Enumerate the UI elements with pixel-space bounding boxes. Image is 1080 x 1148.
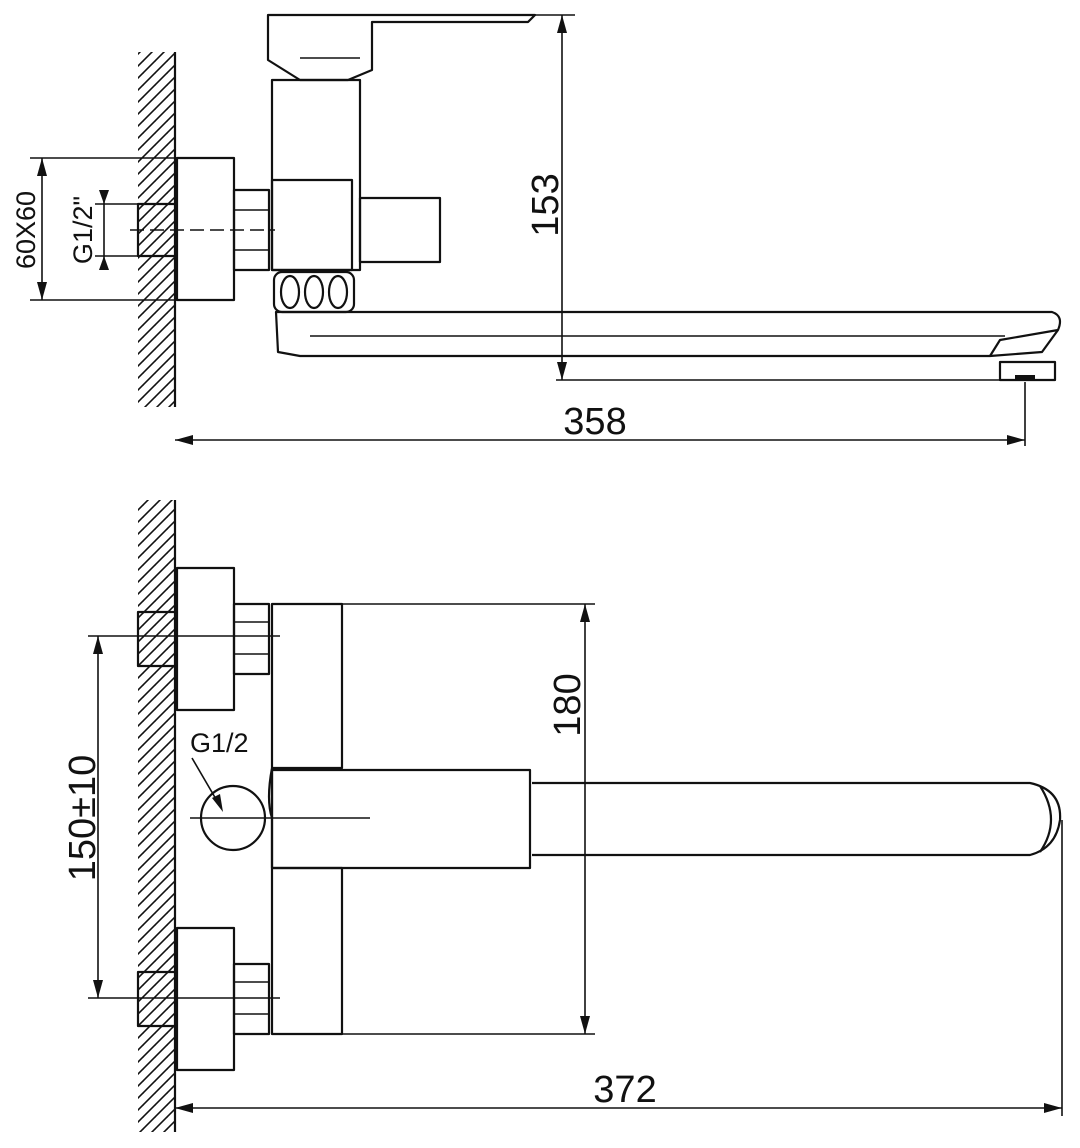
side-diverter-knob [358,196,442,264]
lower-flange [175,926,236,1072]
center-spacing-label: 150±10 [62,755,104,882]
side-lever-handle [266,13,537,82]
top-cartridge [270,768,532,870]
lower-nut [232,962,271,1036]
top-height-label: 180 [547,673,589,736]
side-mixer-body [270,78,362,272]
top-spout [532,781,1062,857]
side-height-label: 153 [525,173,567,236]
side-view: 153 358 60X60 G1/2" [11,13,1062,446]
side-length-label: 358 [563,401,626,443]
flange-size-label: 60X60 [11,191,41,269]
side-flange [175,156,236,302]
top-thread-label: G1/2 [190,728,249,758]
side-thread-label: G1/2" [68,196,98,264]
top-length-label: 372 [593,1069,656,1111]
side-nut [232,188,271,272]
upper-flange [175,566,236,712]
upper-nut [232,602,271,676]
top-mixer-body [267,602,344,1036]
top-view: 180 150±10 G1/2 372 [62,500,1063,1132]
side-spout [274,310,1062,358]
wall-hatch-top [138,500,175,1132]
